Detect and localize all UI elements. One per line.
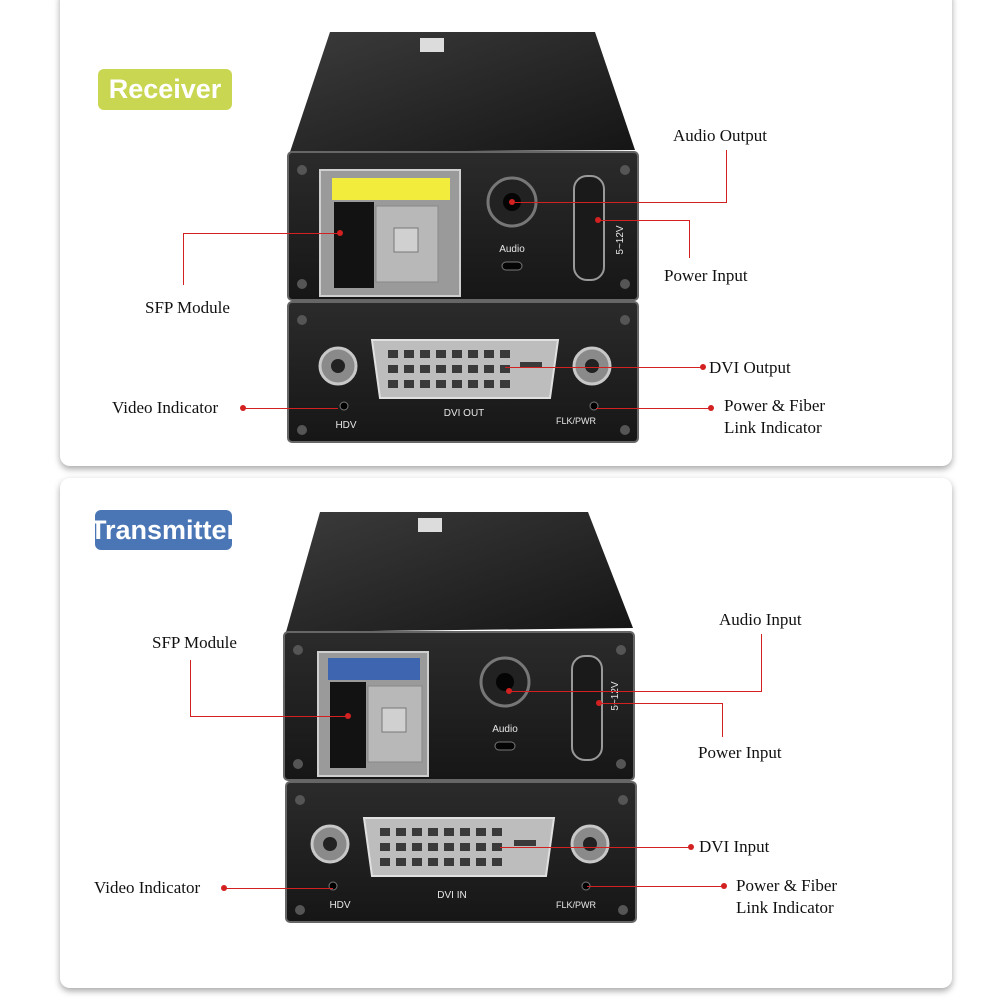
dvi-connector [370,339,560,399]
power-fiber-label-line2: Link Indicator [724,418,822,437]
device-top-housing [290,32,635,152]
flk-label: FLK/PWR [556,416,597,426]
callout-dot [345,713,351,719]
video-indicator-label: Video Indicator [112,398,219,417]
audio-output-label: Audio Output [673,126,767,145]
callout-line [500,847,690,848]
receiver-device: Audio 5~12V HDV DVI OUT FLK/PWR [287,32,639,443]
sfp-pull-tab [332,178,450,200]
callout-dot [509,199,515,205]
dvi-port-label: DVI OUT [444,408,485,419]
device-logo-box [420,38,444,52]
audio-input-label: Audio Input [719,610,802,629]
callout-dot [721,883,727,889]
callout-line [183,233,340,234]
usb-c-port [573,175,605,281]
dvi-output-label: DVI Output [709,358,791,377]
callout-dot [700,364,706,370]
audio-port-label: Audio [492,724,518,735]
callout-dot [506,688,512,694]
callout-line [761,634,762,692]
hdv-label: HDV [335,420,356,431]
callout-dot [337,230,343,236]
callout-dot [596,700,602,706]
sfp-pull-tab [328,658,420,680]
callout-line [225,888,333,889]
callout-line [726,150,727,203]
audio-port-label: Audio [499,244,525,255]
callout-line [513,202,727,203]
voltage-label: 5~12V [610,681,621,711]
callout-dot [595,217,601,223]
callout-line [722,703,723,737]
power-fiber-label-tx-line1: Power & Fiber [736,876,838,895]
flk-label: FLK/PWR [556,900,597,910]
usb-c-port [571,655,603,761]
device-top-housing [286,512,633,632]
callout-line [587,886,723,887]
power-input-label: Power Input [664,266,748,285]
power-fiber-label-line1: Power & Fiber [724,396,826,415]
dvi-connector [362,817,556,877]
receiver-badge: Receiver [98,69,232,110]
callout-dot [240,405,246,411]
callout-line [689,220,690,258]
callout-line [183,233,184,285]
callout-line [510,691,762,692]
callout-line [505,367,702,368]
power-input-label-tx: Power Input [698,743,782,762]
video-indicator-label-tx: Video Indicator [94,878,201,897]
callout-line [600,703,723,704]
power-fiber-label-tx-line2: Link Indicator [736,898,834,917]
callout-line [190,716,348,717]
callout-line [599,220,690,221]
callout-dot [688,844,694,850]
dvi-port-label: DVI IN [437,890,466,901]
voltage-label: 5~12V [615,225,626,255]
callout-line [190,660,191,716]
device-logo-box [418,518,442,532]
callout-line [244,408,338,409]
dvi-input-label: DVI Input [699,837,770,856]
hdv-label: HDV [329,900,350,911]
callout-dot [708,405,714,411]
callout-line [596,408,710,409]
callout-dot [221,885,227,891]
sfp-module-label-tx: SFP Module [152,633,237,652]
transmitter-device: Audio 5~12V HDV DVI IN FLK/PWR [283,512,637,923]
sfp-module-label: SFP Module [145,298,230,317]
transmitter-badge: Transmitter [90,510,237,550]
